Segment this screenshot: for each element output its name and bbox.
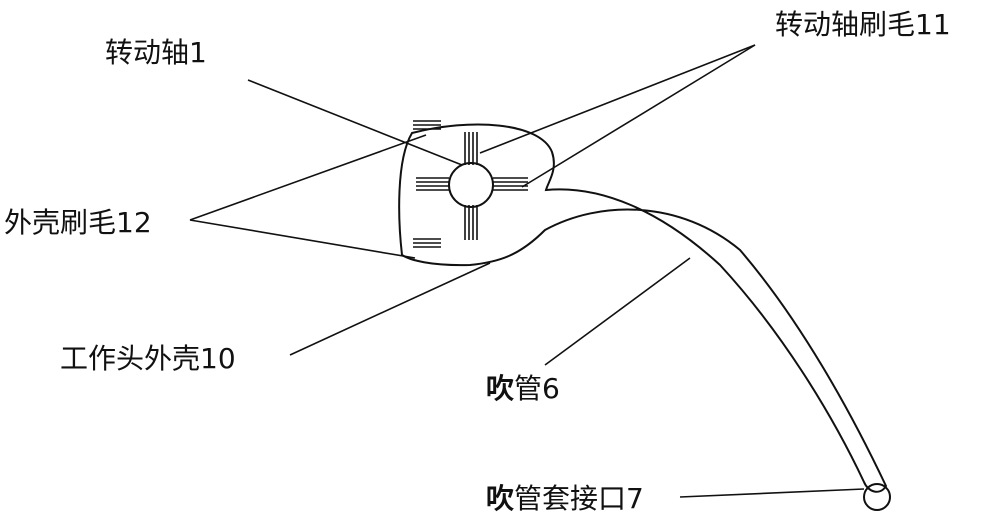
leader-head-shell xyxy=(289,262,491,356)
leader-rotating-shaft xyxy=(247,79,463,166)
head-shell-outline xyxy=(398,123,888,493)
leader-pipe-connector xyxy=(679,488,865,498)
label-pipe-connector-prefix: 吹 xyxy=(486,482,514,515)
shell-bristles-bottom xyxy=(413,238,441,248)
shell-bristles-top xyxy=(413,120,441,130)
label-shell-bristles: 外壳刷毛12 xyxy=(4,206,152,239)
pipe-connector-circle xyxy=(863,483,891,511)
label-pipe-connector-suffix: 管套接口7 xyxy=(514,482,644,515)
shaft-bristles-right xyxy=(493,177,528,191)
leader-shell-bristles-b xyxy=(189,219,416,259)
leader-shell-bristles-a xyxy=(189,134,427,221)
rotating-shaft-circle xyxy=(448,162,494,208)
shaft-bristles-left xyxy=(416,177,449,191)
label-head-shell: 工作头外壳10 xyxy=(60,342,236,375)
shaft-bristles-up xyxy=(464,132,478,165)
shaft-bristles-down xyxy=(464,205,478,240)
label-blow-pipe-suffix: 管6 xyxy=(514,372,560,405)
label-pipe-connector: 吹管套接口7 xyxy=(486,482,644,515)
label-blow-pipe: 吹管6 xyxy=(486,372,560,405)
leader-blow-pipe xyxy=(544,257,691,366)
label-blow-pipe-prefix: 吹 xyxy=(486,372,514,405)
label-shaft-bristles: 转动轴刷毛11 xyxy=(775,8,951,41)
leader-shaft-bristles-b xyxy=(521,44,756,188)
leader-shaft-bristles-a xyxy=(479,44,756,154)
label-rotating-shaft: 转动轴1 xyxy=(105,36,207,69)
